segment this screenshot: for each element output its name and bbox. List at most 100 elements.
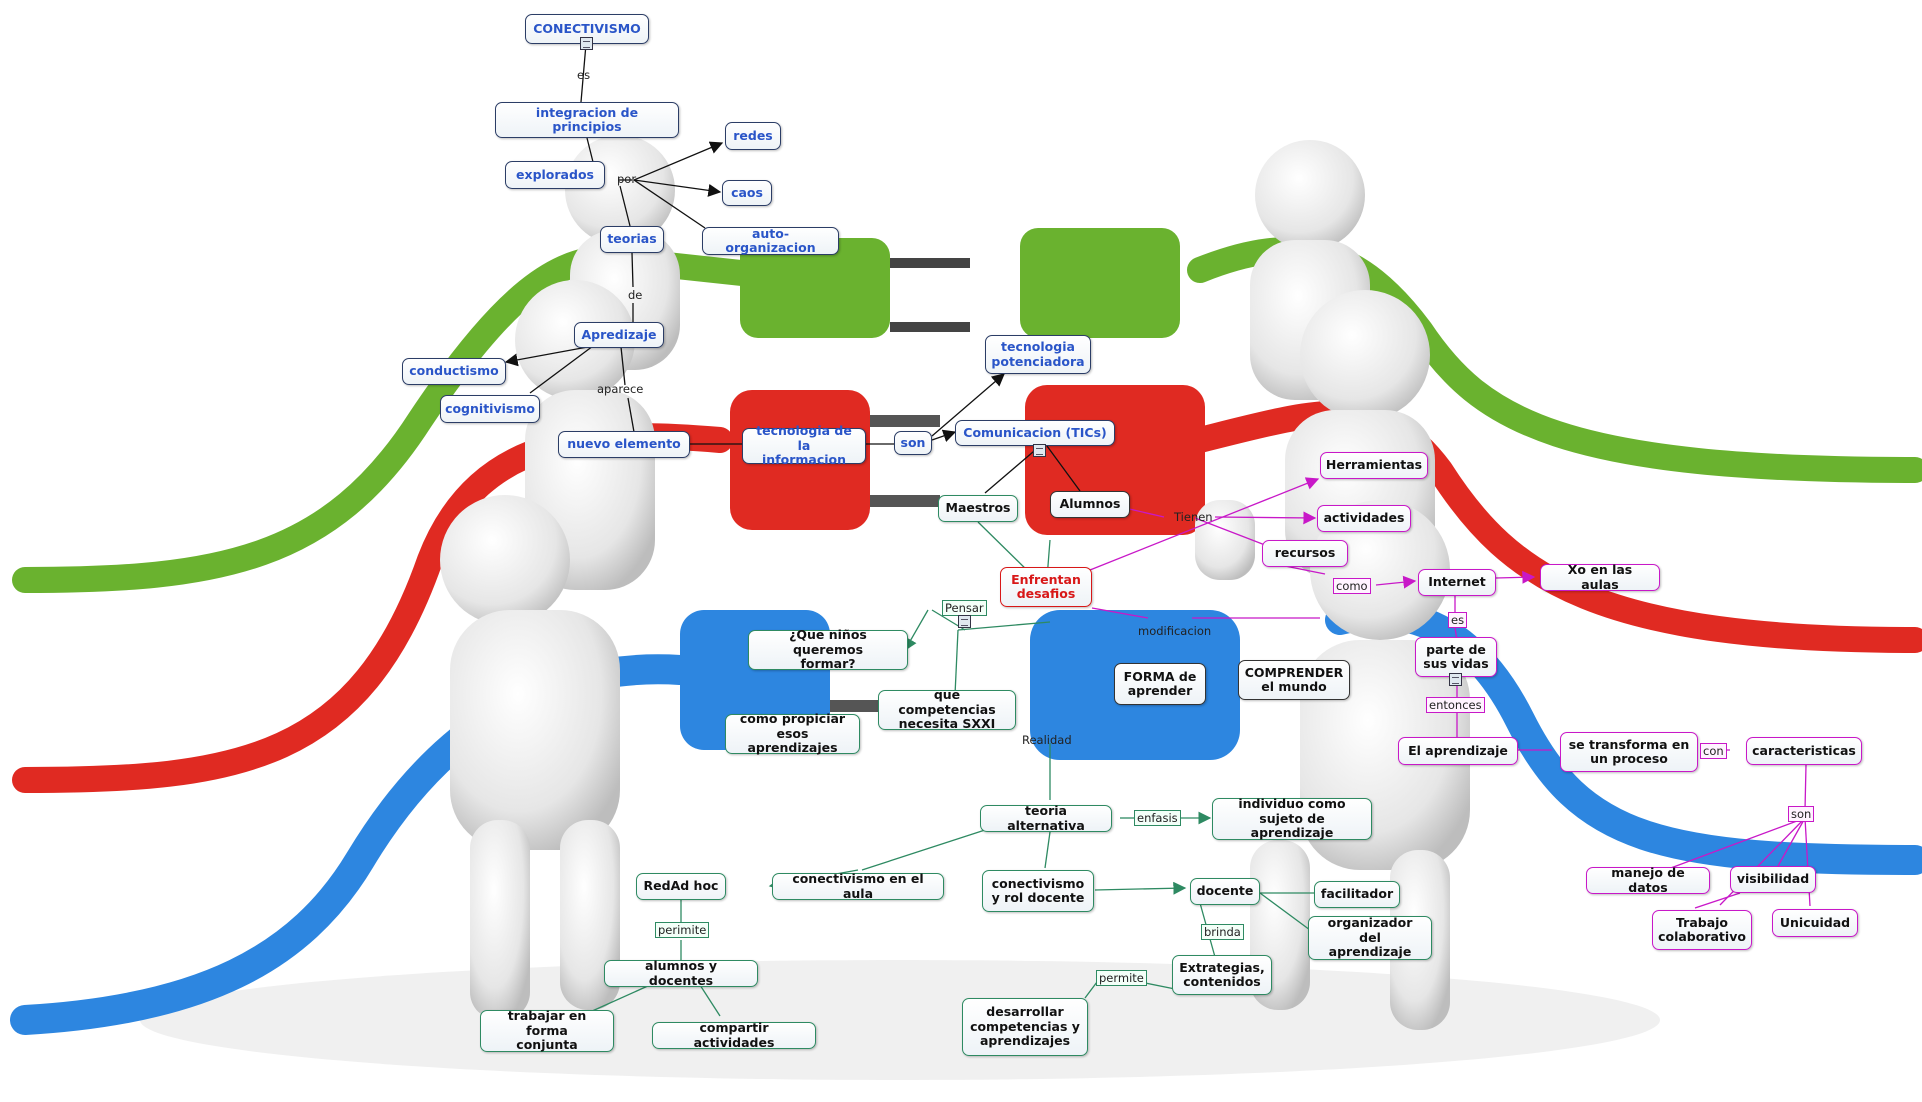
link xyxy=(633,179,722,197)
node-teoriaalt[interactable]: teoria alternativa xyxy=(980,803,1112,832)
node-forma[interactable]: FORMA de aprender xyxy=(1114,663,1206,705)
node-caos[interactable]: caos xyxy=(722,180,772,206)
phrase-enfasis: enfasis xyxy=(1134,810,1181,826)
node-autoorg[interactable]: auto-organizacion xyxy=(702,226,839,255)
phrase-es-2: es xyxy=(1448,612,1468,628)
link xyxy=(620,346,626,386)
node-trabajocol[interactable]: Trabajo colaborativo xyxy=(1652,910,1752,950)
phrase-pensar: Pensar xyxy=(942,600,987,616)
node-tecinfo[interactable]: tecnologia de la informacion xyxy=(742,424,866,467)
link xyxy=(1375,575,1417,589)
node-rol[interactable]: conectivismo y rol docente xyxy=(982,870,1094,912)
node-enfrentan[interactable]: Enfrentan desafios xyxy=(1000,567,1092,607)
node-internet[interactable]: Internet xyxy=(1418,569,1496,596)
link xyxy=(633,179,706,229)
node-integracion[interactable]: integracion de principios xyxy=(495,102,679,138)
link xyxy=(1094,881,1187,895)
node-redad[interactable]: RedAd hoc xyxy=(636,873,726,900)
document-icon[interactable] xyxy=(1033,444,1046,457)
node-propiciar[interactable]: como propiciar esos aprendizajes xyxy=(725,712,860,755)
link xyxy=(1124,507,1165,518)
link xyxy=(699,984,721,1017)
phrase-permite: permite xyxy=(1096,970,1147,986)
link xyxy=(1495,570,1536,584)
node-cognitivismo[interactable]: cognitivismo xyxy=(440,395,540,423)
link xyxy=(957,621,1051,631)
phrase-es: es xyxy=(577,68,591,82)
link xyxy=(631,252,634,288)
node-trabajar[interactable]: trabajar en forma conjunta xyxy=(480,1009,614,1052)
node-docente[interactable]: docente xyxy=(1190,878,1260,905)
image-icon[interactable] xyxy=(1449,673,1462,686)
phrase-tienen: Tienen xyxy=(1174,510,1213,524)
phrase-realidad: Realidad xyxy=(1022,733,1072,747)
link xyxy=(586,137,594,163)
node-alumnos[interactable]: Alumnos xyxy=(1050,491,1130,518)
link xyxy=(1089,477,1320,571)
node-facilitador[interactable]: facilitador xyxy=(1314,881,1400,908)
node-son[interactable]: son xyxy=(894,431,932,455)
link xyxy=(1214,511,1317,525)
node-xo[interactable]: Xo en las aulas xyxy=(1540,562,1660,591)
node-compartir[interactable]: compartir actividades xyxy=(652,1020,816,1049)
node-unicuidad[interactable]: Unicuidad xyxy=(1772,909,1858,937)
figure-right-top xyxy=(1250,140,1370,400)
node-quenios[interactable]: ¿Que niños queremos formar? xyxy=(748,628,908,671)
node-caracteristicas[interactable]: caracteristicas xyxy=(1746,737,1862,765)
link xyxy=(589,984,651,1013)
link xyxy=(580,43,587,103)
node-comunicacion[interactable]: Comunicacion (TICs) xyxy=(955,420,1115,446)
node-partevidas[interactable]: parte de sus vidas xyxy=(1415,637,1497,677)
green-cable xyxy=(12,245,773,593)
node-recursos[interactable]: recursos xyxy=(1262,540,1348,567)
node-tecpot[interactable]: tecnologia potenciadora xyxy=(985,335,1091,374)
node-individuo[interactable]: individuo como sujeto de aprendizaje xyxy=(1212,797,1372,840)
node-visibilidad[interactable]: visibilidad xyxy=(1730,866,1816,893)
link xyxy=(1659,817,1806,873)
link xyxy=(954,629,959,696)
node-conductismo[interactable]: conductismo xyxy=(402,358,506,385)
node-explorados[interactable]: explorados xyxy=(505,161,605,189)
node-teorias[interactable]: teorias xyxy=(600,226,664,253)
phrase-son-2: son xyxy=(1788,806,1815,822)
node-conectaula[interactable]: conectivismo en el aula xyxy=(772,871,944,900)
node-aprendizaje[interactable]: El aprendizaje xyxy=(1398,737,1518,765)
node-herramientas[interactable]: Herramientas xyxy=(1320,452,1428,479)
phrase-brinda: brinda xyxy=(1201,924,1244,940)
node-redes[interactable]: redes xyxy=(725,122,781,150)
link xyxy=(931,373,1005,437)
link xyxy=(1091,607,1149,619)
link xyxy=(984,445,1041,494)
node-nuevo[interactable]: nuevo elemento xyxy=(558,431,690,458)
figure-left-front xyxy=(440,495,620,1020)
link xyxy=(619,185,631,227)
node-organizador[interactable]: organizador del aprendizaje xyxy=(1308,916,1432,960)
node-desarrollar[interactable]: desarrollar competencias y aprendizajes xyxy=(962,998,1088,1056)
node-comprender[interactable]: COMPRENDER el mundo xyxy=(1238,660,1350,700)
node-transforma[interactable]: se transforma en un proceso xyxy=(1560,732,1698,772)
node-extrategias[interactable]: Extrategias, contenidos xyxy=(1172,955,1272,995)
node-alumdoc[interactable]: alumnos y docentes xyxy=(604,958,758,987)
link xyxy=(1694,892,1741,909)
link xyxy=(904,609,929,652)
phrase-modificacion: modificacion xyxy=(1138,624,1212,638)
node-manejo[interactable]: manejo de datos xyxy=(1586,865,1710,894)
link xyxy=(1777,817,1806,867)
link xyxy=(504,345,594,367)
link xyxy=(1804,764,1807,811)
link xyxy=(931,429,957,442)
green-plug-left xyxy=(740,238,970,338)
image-icon[interactable] xyxy=(958,615,971,628)
node-actividades[interactable]: actividades xyxy=(1317,505,1411,532)
phrase-perimite: perimite xyxy=(655,922,710,938)
node-maestros[interactable]: Maestros xyxy=(938,495,1018,522)
phrase-entonces: entonces xyxy=(1426,697,1485,713)
document-icon[interactable] xyxy=(580,37,593,50)
node-competencias[interactable]: que competencias necesita SXXI xyxy=(878,688,1016,731)
link xyxy=(1259,892,1311,931)
link xyxy=(1046,445,1081,492)
node-apredizaje[interactable]: Apredizaje xyxy=(574,322,664,348)
phrase-como: como xyxy=(1333,578,1371,594)
phrase-con: con xyxy=(1700,743,1727,759)
